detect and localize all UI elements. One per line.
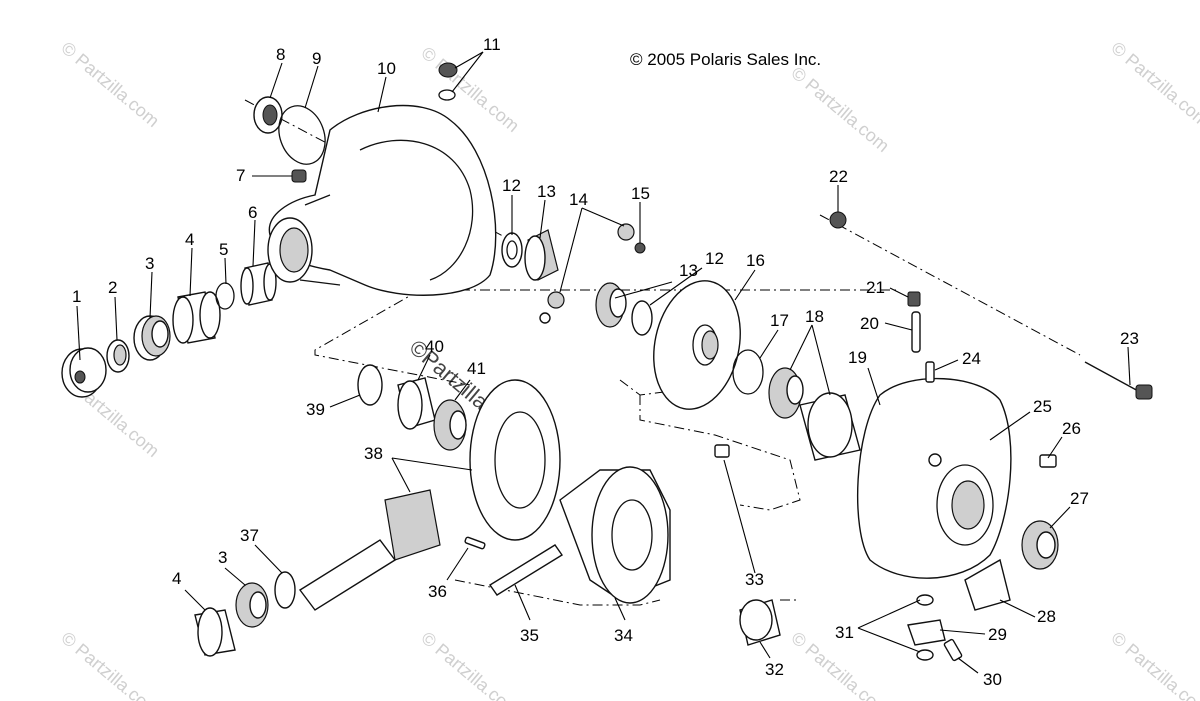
callout-27: 27 (1070, 489, 1089, 508)
callout-3-lower: 3 (218, 548, 227, 567)
callout-6: 6 (248, 203, 257, 222)
callout-16: 16 (746, 251, 765, 270)
part-27-coupler (1022, 521, 1058, 569)
part-38-ring-and-pinion (300, 380, 560, 610)
part-30-pin (944, 639, 963, 661)
part-39-washer (358, 365, 382, 405)
leader-lines (76, 51, 1131, 674)
callout-12-right: 12 (705, 249, 724, 268)
callout-38: 38 (364, 444, 383, 463)
callout-1: 1 (72, 287, 81, 306)
part-8-seal (254, 97, 282, 133)
callout-19: 19 (848, 348, 867, 367)
part-15-washer (635, 243, 645, 253)
part-37-shim (275, 572, 295, 608)
callout-7: 7 (236, 166, 245, 185)
callout-32: 32 (765, 660, 784, 679)
part-1-yoke-flange (62, 348, 106, 397)
part-33-bolt (715, 445, 729, 457)
callout-14: 14 (569, 190, 588, 209)
callout-9: 9 (312, 49, 321, 68)
part-26-bolt (1040, 455, 1056, 467)
part-12-thrust-washer-right (632, 301, 652, 335)
callout-36: 36 (428, 582, 447, 601)
callout-40: 40 (425, 337, 444, 356)
callout-21: 21 (866, 278, 885, 297)
part-19-rear-housing (858, 379, 1011, 579)
callout-11: 11 (483, 35, 501, 54)
part-20-pin (912, 312, 920, 352)
part-13-gear (525, 230, 558, 280)
callout-12: 12 (502, 176, 521, 195)
part-3-bearing (134, 316, 170, 360)
part-7-plug (292, 170, 306, 182)
part-3-bearing-lower (236, 583, 268, 627)
part-18-bearing (769, 368, 860, 460)
part-14-pinion-gear (540, 224, 634, 323)
callout-18: 18 (805, 307, 824, 326)
watermark: © Partzilla.com (787, 63, 893, 156)
part-10-front-housing (268, 106, 496, 296)
callout-41: 41 (467, 359, 486, 378)
part-13-gear-right (596, 283, 626, 327)
part-40-bearing-race (398, 378, 435, 429)
callout-37: 37 (240, 526, 259, 545)
callout-13-right: 13 (679, 261, 698, 280)
callout-13: 13 (537, 182, 556, 201)
callout-35: 35 (520, 626, 539, 645)
part-6-bushing (241, 263, 276, 305)
part-32-bushing (740, 600, 780, 645)
callout-28: 28 (1037, 607, 1056, 626)
part-9-o-ring (271, 99, 333, 170)
copyright-text: © 2005 Polaris Sales Inc. (630, 50, 821, 69)
callout-22: 22 (829, 167, 848, 186)
callout-24: 24 (962, 349, 981, 368)
watermark: © Partzilla.com (57, 628, 163, 701)
watermark: © Partzilla.com (1107, 38, 1200, 131)
callout-5: 5 (219, 240, 228, 259)
callout-2: 2 (108, 278, 117, 297)
part-5-snap-ring (216, 283, 234, 309)
part-21-spring (908, 292, 920, 306)
part-36-pin (465, 537, 486, 549)
part-31-washer (917, 595, 933, 660)
callout-10: 10 (377, 59, 396, 78)
part-41-bearing (434, 400, 466, 450)
callout-30: 30 (983, 670, 1002, 689)
watermark: © Partzilla.com (417, 628, 523, 701)
part-4-bearing-race (173, 292, 220, 343)
part-12-thrust-washer (502, 233, 522, 267)
part-22-plug (830, 212, 846, 228)
part-23-bolt (1085, 362, 1152, 399)
part-17-snap-ring (733, 350, 763, 394)
watermark: © Partzilla.com (1107, 628, 1200, 701)
part-24-dowel (926, 362, 934, 382)
callout-33: 33 (745, 570, 764, 589)
part-16-armature-plate (642, 273, 751, 418)
callout-34: 34 (614, 626, 633, 645)
part-2-seal (107, 340, 129, 372)
part-29-detent-plate (908, 620, 945, 645)
part-35-cross-shaft (490, 545, 562, 595)
callout-4: 4 (185, 230, 194, 249)
callout-labels: 1 2 3 4 5 6 7 8 9 10 11 12 13 14 15 12 1… (72, 35, 1139, 689)
callout-4-lower: 4 (172, 569, 181, 588)
part-4-bearing-race-lower (195, 608, 235, 656)
part-34-differential-case (560, 467, 670, 603)
callout-26: 26 (1062, 419, 1081, 438)
watermark: © Partzilla.com (57, 38, 163, 131)
callout-29: 29 (988, 625, 1007, 644)
callout-23: 23 (1120, 329, 1139, 348)
callout-20: 20 (860, 314, 879, 333)
callout-3: 3 (145, 254, 154, 273)
callout-31: 31 (835, 623, 854, 642)
part-28-shift-fork (965, 560, 1010, 610)
callout-39: 39 (306, 400, 325, 419)
callout-8: 8 (276, 45, 285, 64)
callout-17: 17 (770, 311, 789, 330)
callout-15: 15 (631, 184, 650, 203)
callout-25: 25 (1033, 397, 1052, 416)
part-11-vent (439, 63, 457, 100)
